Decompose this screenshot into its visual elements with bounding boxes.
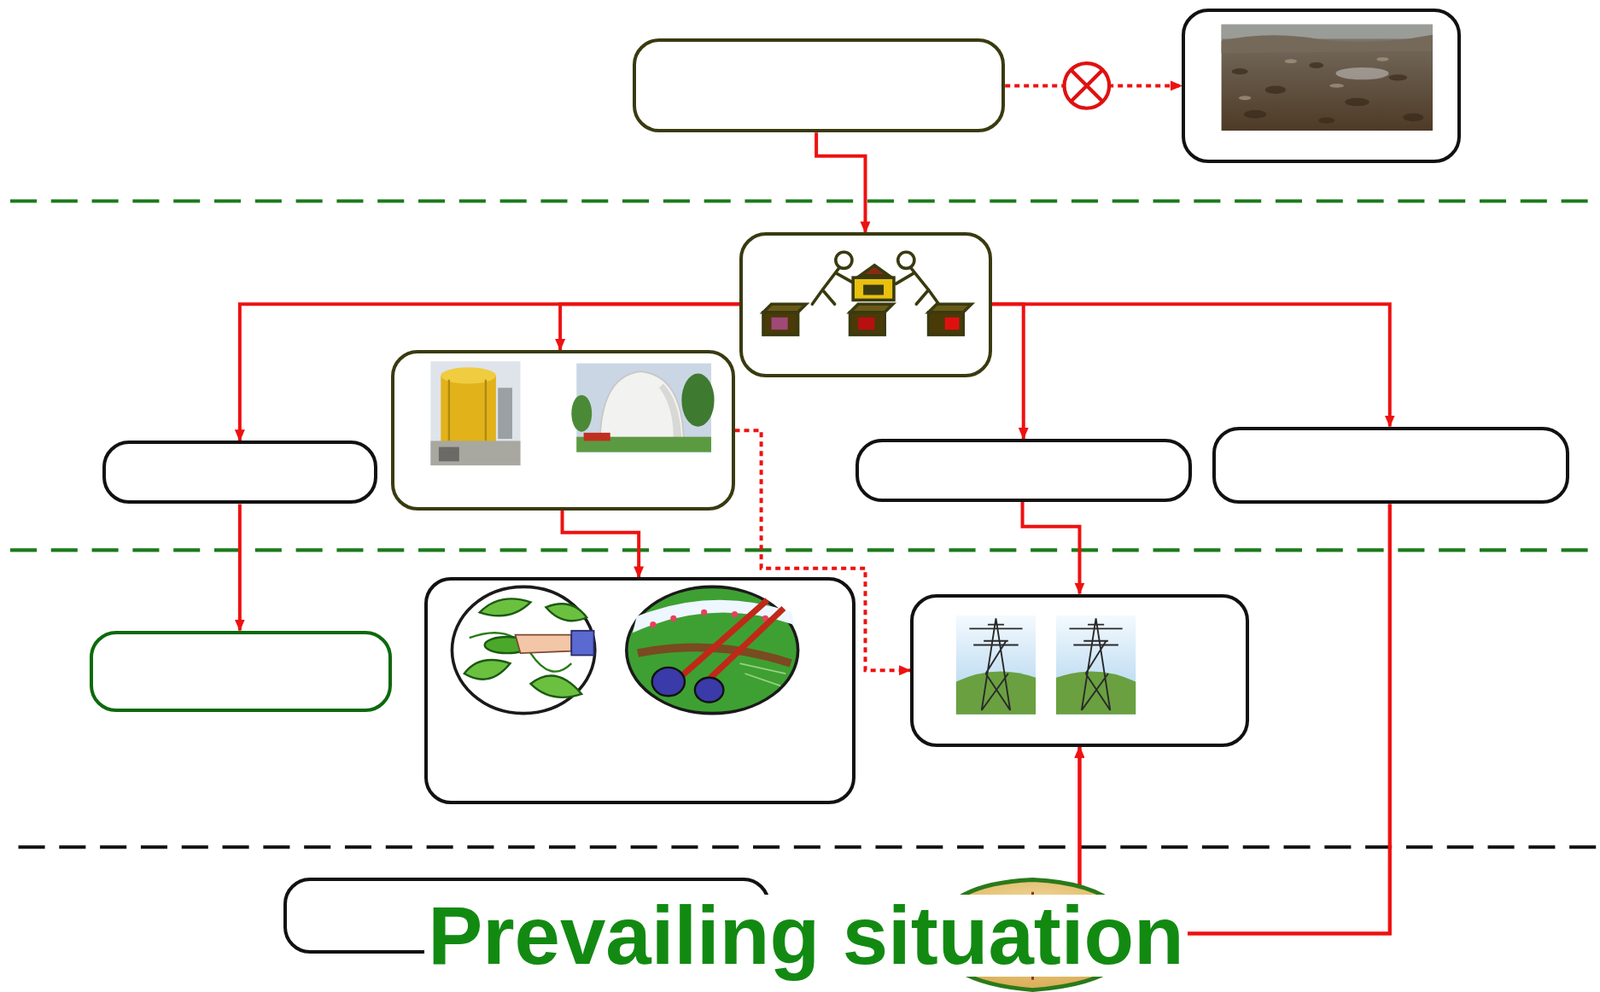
output-box xyxy=(89,630,392,713)
flow-arrow xyxy=(1079,503,1390,934)
separator-line xyxy=(18,845,1600,849)
process-box xyxy=(102,440,379,504)
flow-arrow xyxy=(238,503,242,631)
separator-line xyxy=(10,198,1600,203)
dump-box xyxy=(1181,8,1461,164)
separator-line xyxy=(10,548,1600,552)
layer-title: Prevailing situation xyxy=(424,894,1188,977)
flow-arrow xyxy=(992,303,1024,439)
flow-arrow xyxy=(562,510,640,579)
dump-photo xyxy=(1221,24,1433,131)
flow-arrow xyxy=(816,132,865,233)
digester-photo xyxy=(571,363,714,453)
biogas-box xyxy=(391,350,736,511)
flow-arrow xyxy=(560,303,740,351)
flow-arrow xyxy=(239,303,741,441)
sorting-box xyxy=(739,232,992,378)
flow-arrow xyxy=(992,303,1390,427)
power-box xyxy=(910,594,1250,748)
agriculture-box xyxy=(424,577,855,804)
pylon-picture xyxy=(956,615,1036,715)
dashed-arrow xyxy=(1004,83,1182,88)
forbidden-symbol xyxy=(1064,63,1110,109)
process-box xyxy=(855,438,1192,503)
flow-arrow xyxy=(1022,502,1081,595)
flow-arrow xyxy=(770,503,1390,934)
vegetable-clipart xyxy=(451,586,595,713)
dashed-arrow xyxy=(735,430,911,671)
input-box xyxy=(632,38,1005,133)
lawnmower-clipart xyxy=(626,586,799,713)
process-box xyxy=(1212,426,1570,505)
sorting-icon xyxy=(763,251,972,335)
silo-photo xyxy=(430,361,520,466)
pylon-picture xyxy=(1056,615,1136,715)
